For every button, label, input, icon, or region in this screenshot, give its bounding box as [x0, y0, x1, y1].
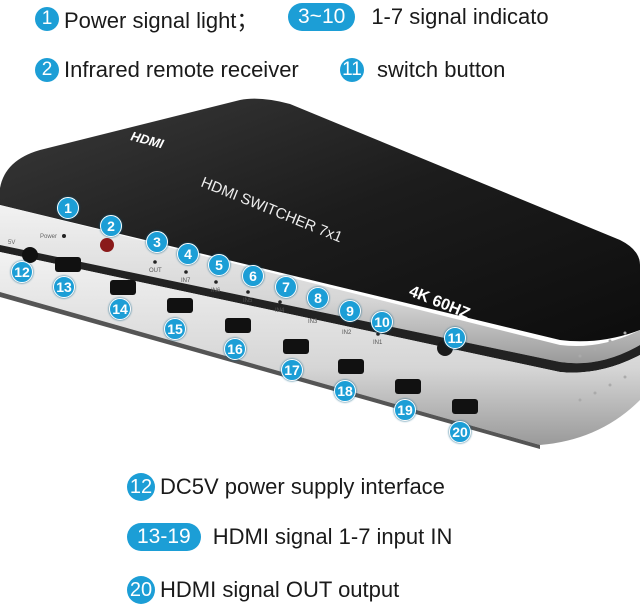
callout-17: 17 — [281, 359, 303, 381]
callout-8: 8 — [307, 287, 329, 309]
legend-text: DC5V power supply interface — [160, 474, 445, 499]
number-badge: 3~10 — [288, 3, 356, 31]
callout-14: 14 — [109, 298, 131, 320]
callout-20: 20 — [449, 421, 471, 443]
callout-12: 12 — [11, 261, 33, 283]
legend-item-hdmi-output: 20 HDMI signal OUT output — [127, 576, 399, 604]
callout-7: 7 — [275, 276, 297, 298]
in3-label: IN3 — [308, 319, 318, 325]
callout-1: 1 — [57, 197, 79, 219]
device-top-face — [0, 98, 640, 342]
legend-item-dc-power: 12 DC5V power supply interface — [127, 473, 445, 501]
number-badge: 12 — [127, 473, 155, 501]
ir-receiver — [100, 238, 114, 252]
indicator-leds — [153, 260, 380, 336]
callout-13: 13 — [53, 276, 75, 298]
in2-label: IN2 — [342, 330, 352, 336]
dc-label: 5V — [8, 240, 15, 246]
callout-6: 6 — [242, 265, 264, 287]
power-label: Power — [40, 234, 57, 240]
device-front-upper — [0, 205, 640, 364]
in4-label: IN4 — [275, 308, 285, 314]
number-badge: 1 — [35, 7, 59, 31]
callout-15: 15 — [164, 318, 186, 340]
hdmi-switcher-device: HDMI HDMI SWITCHER 7x1 4K 60HZ 5V Power … — [0, 98, 640, 449]
callout-2: 2 — [100, 215, 122, 237]
callout-11: 11 — [444, 327, 466, 349]
legend-text: 1-7 signal indicato — [371, 4, 549, 29]
legend-text: Power signal light； — [64, 8, 259, 33]
legend-text: Infrared remote receiver — [64, 57, 299, 82]
legend-text: HDMI signal OUT output — [160, 577, 400, 602]
callout-4: 4 — [177, 243, 199, 265]
callout-9: 9 — [339, 300, 361, 322]
legend-item-power-light: 1 Power signal light； — [35, 3, 258, 35]
callout-16: 16 — [224, 338, 246, 360]
device-front-lower — [0, 252, 640, 445]
callout-3: 3 — [146, 231, 168, 253]
number-badge: 13-19 — [127, 523, 201, 551]
callout-18: 18 — [334, 380, 356, 402]
power-led — [62, 234, 66, 238]
dc-jack — [22, 247, 38, 263]
legend-item-ir-receiver: 2 Infrared remote receiver — [35, 57, 299, 83]
number-badge: 11 — [340, 58, 364, 82]
legend-text: switch button — [377, 57, 506, 82]
callout-5: 5 — [208, 254, 230, 276]
in7-label: IN7 — [181, 278, 191, 284]
in5-label: IN5 — [243, 298, 253, 304]
out-label: OUT — [149, 268, 162, 274]
in1-label: IN1 — [373, 340, 383, 346]
legend-item-signal-indicator: 3~10 1-7 signal indicato — [288, 3, 549, 31]
legend-item-hdmi-inputs: 13-19 HDMI signal 1-7 input IN — [127, 523, 452, 551]
in6-label: IN6 — [211, 288, 221, 294]
callout-10: 10 — [371, 311, 393, 333]
number-badge: 20 — [127, 576, 155, 604]
legend-item-switch-button: 11 switch button — [340, 57, 505, 83]
number-badge: 2 — [35, 58, 59, 82]
callout-19: 19 — [394, 399, 416, 421]
legend-text: HDMI signal 1-7 input IN — [212, 524, 453, 549]
hdmi-ports — [55, 257, 478, 414]
